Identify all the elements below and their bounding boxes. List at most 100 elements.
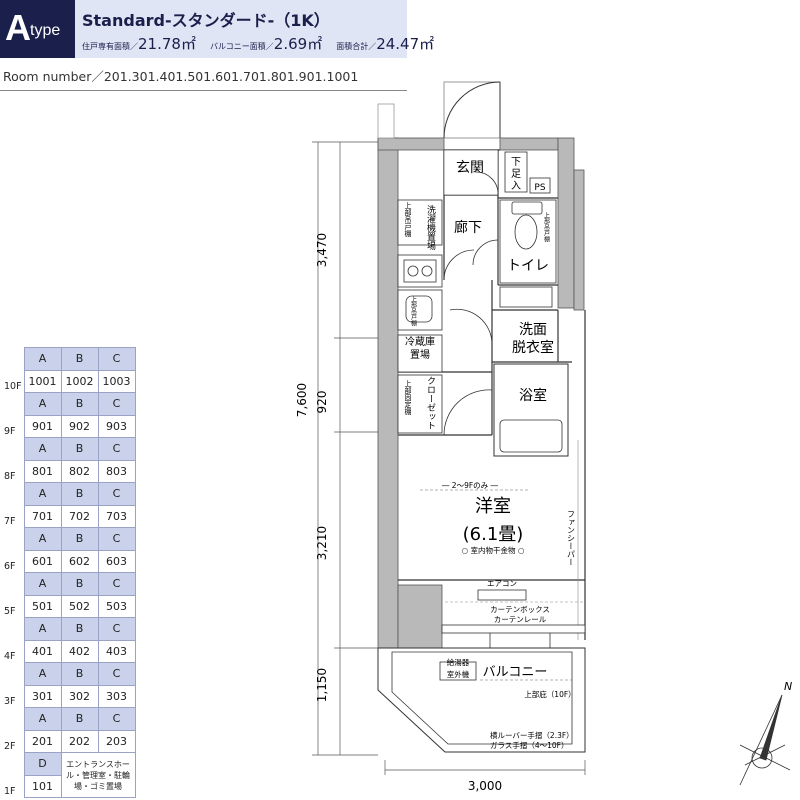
unit-type-cell: B xyxy=(60,347,99,371)
room-number-cell: 301 xyxy=(23,684,62,708)
plan-title: Standard-スタンダード-（1K） xyxy=(82,11,330,30)
unit-type-cell: C xyxy=(97,482,136,506)
room-number-cell: 603 xyxy=(97,549,136,573)
room-number-cell: 501 xyxy=(23,594,62,618)
unit-type-cell: B xyxy=(60,392,99,416)
upper-shelf-label-2: 上部吊戸棚 xyxy=(410,295,417,327)
area-label-private: 住戸専有面積／ xyxy=(82,42,138,51)
unit-type-cell: C xyxy=(97,347,136,371)
unit-type-cell: A xyxy=(23,662,62,686)
area-value-balcony: 2.69㎡ xyxy=(273,35,323,53)
outdoor-unit-label: 室外機 xyxy=(447,669,470,679)
floor-label: 1F xyxy=(4,785,16,797)
water-heater-label: 給湯器 xyxy=(447,657,470,667)
balcony-outline xyxy=(377,647,586,753)
room-numbers: Room number／201.301.401.501.601.701.801.… xyxy=(3,69,359,84)
type-suffix: type xyxy=(30,22,61,39)
room-toilet: トイレ xyxy=(507,258,549,274)
facility-note-cell: エントランスホール・管理室・駐輪場・ゴミ置場 xyxy=(60,752,136,798)
room-number-cell: 602 xyxy=(60,549,99,573)
type-letter: A xyxy=(5,7,31,48)
room-wash: 洗面脱衣室 xyxy=(512,322,554,356)
unit-type-cell: A xyxy=(23,527,62,551)
area-summary: 住戸専有面積／ 21.78㎡ バルコニー面積／ 2.69㎡ 面積合計／ 24.4… xyxy=(82,33,448,54)
toilet-icon xyxy=(511,201,543,250)
header-divider xyxy=(0,90,407,91)
compass-icon xyxy=(739,694,791,786)
area-value-private: 21.78㎡ xyxy=(138,35,196,53)
dim-total-depth: 7,600 xyxy=(295,383,309,417)
unit-type-cell: A xyxy=(23,482,62,506)
curtain-rail-label: カーテンレール xyxy=(494,615,547,624)
unit-type-cell: C xyxy=(97,392,136,416)
unit-type-cell: A xyxy=(23,617,62,641)
drying-label: ○ 室内物干金物 ○ xyxy=(462,545,525,555)
unit-type-cell: A xyxy=(23,437,62,461)
room-number-cell: 801 xyxy=(23,459,62,483)
curtain-box-label: カーテンボックス xyxy=(490,605,550,614)
area-value-total: 24.47㎡ xyxy=(376,35,435,53)
floor-note: ― 2～9Fのみ ― xyxy=(442,481,499,490)
room-number-cell: 101 xyxy=(23,774,62,798)
floor-label: 6F xyxy=(4,560,16,572)
shoe-box-label: 下足入 xyxy=(511,157,521,192)
unit-type-cell: B xyxy=(60,707,99,731)
outer-walls xyxy=(377,137,585,649)
floor-label: 8F xyxy=(4,470,16,482)
room-entrance: 玄関 xyxy=(456,159,484,176)
laundry-label: 洗濯機置場 xyxy=(425,204,436,251)
room-number-cell: 401 xyxy=(23,639,62,663)
dim-width: 3,000 xyxy=(468,779,502,793)
dim-d2: 920 xyxy=(315,391,329,414)
area-label-total: 面積合計／ xyxy=(336,42,377,51)
unit-type-cell: C xyxy=(97,572,136,596)
dim-d4: 1,150 xyxy=(315,668,329,702)
room-number-cell: 503 xyxy=(97,594,136,618)
floor-label: 7F xyxy=(4,515,16,527)
ps-label: PS xyxy=(534,183,545,193)
bathtub-icon xyxy=(499,419,563,453)
floor-label: 2F xyxy=(4,740,16,752)
room-bath: 浴室 xyxy=(519,387,547,404)
floor-label: 5F xyxy=(4,605,16,617)
room-western-size: (6.1畳) xyxy=(463,524,524,545)
floor-label: 10F xyxy=(4,380,22,392)
stove-icon xyxy=(403,259,437,283)
unit-type-cell: C xyxy=(97,437,136,461)
aircon-label: エアコン xyxy=(487,579,517,588)
upper-shelf-closet-label: 上部固定棚 xyxy=(404,379,412,416)
unit-type-cell: A xyxy=(23,392,62,416)
room-number-cell: 502 xyxy=(60,594,99,618)
fan-louver-label: ファンシーパー xyxy=(567,510,576,566)
upper-shelf-label-3: 上部吊戸棚 xyxy=(543,211,550,243)
area-label-balcony: バルコニー面積／ xyxy=(209,42,274,51)
unit-type-cell: C xyxy=(97,617,136,641)
room-number-cell: 902 xyxy=(60,414,99,438)
unit-type-cell: B xyxy=(60,482,99,506)
unit-type-cell: B xyxy=(60,437,99,461)
type-badge: A type xyxy=(0,0,75,58)
unit-table-number-row: 1F 101 xyxy=(0,774,135,798)
floor-label: 3F xyxy=(4,695,16,707)
room-number-cell: 303 xyxy=(97,684,136,708)
room-number-cell: 1003 xyxy=(97,369,136,393)
rail-note-1: 横ルーバー手摺（2.3F） xyxy=(490,730,574,740)
room-number-cell: 802 xyxy=(60,459,99,483)
floor-label: 4F xyxy=(4,650,16,662)
unit-type-cell: B xyxy=(60,617,99,641)
dim-d1: 3,470 xyxy=(315,233,329,267)
aircon-icon xyxy=(477,589,527,601)
